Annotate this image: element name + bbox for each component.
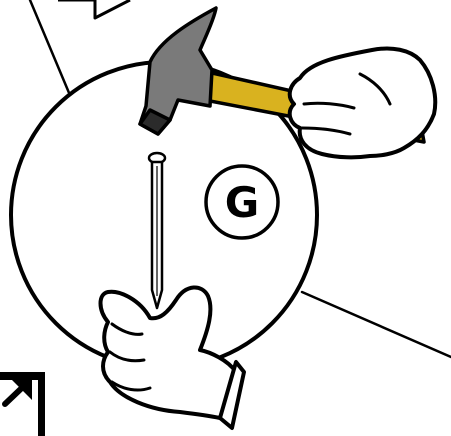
- letter-badge: G: [206, 166, 278, 238]
- expand-arrow-icon: [0, 372, 45, 436]
- nail-icon: [149, 153, 165, 308]
- box-corner: [58, 0, 130, 18]
- upper-gloved-hand-icon: [290, 48, 435, 157]
- badge-letter: G: [225, 178, 259, 227]
